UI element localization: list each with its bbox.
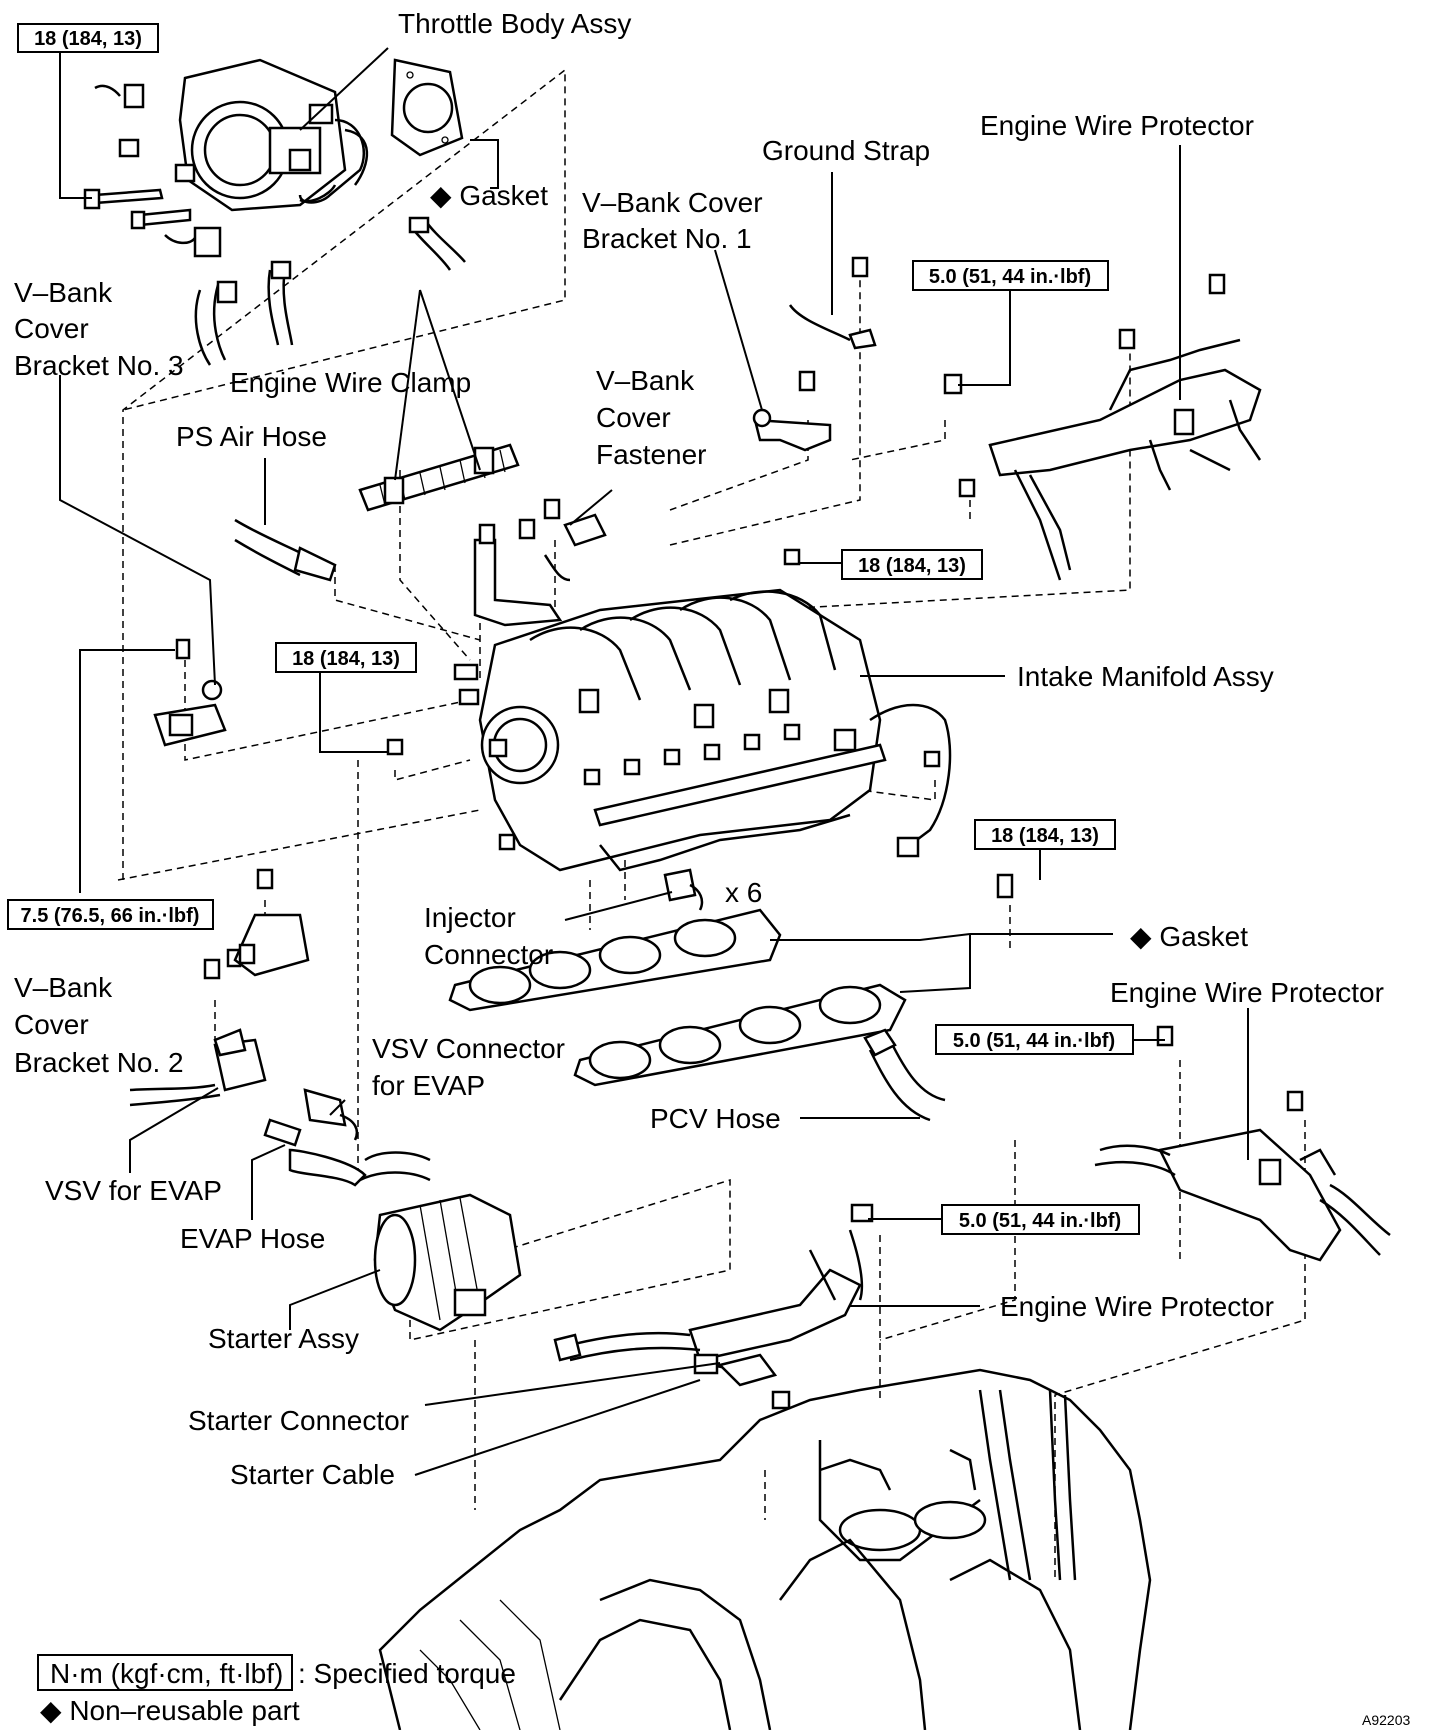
label-engine-wire-protector-top: Engine Wire Protector — [980, 110, 1254, 141]
legend: N·m (kgf·cm, ft·lbf) : Specified torque … — [37, 1654, 1410, 1728]
bolts — [203, 548, 1304, 1410]
label-intake-manifold-assy: Intake Manifold Assy — [1017, 661, 1274, 692]
vbank-bracket-3-drawing — [153, 638, 227, 747]
figure-id: A92203 — [1362, 1712, 1410, 1728]
torque-box-3 — [841, 549, 983, 580]
legend-unit-box-text: N·m (kgf·cm, ft·lbf) — [50, 1658, 283, 1689]
label-vbank-bracket3-line2: Cover — [14, 313, 89, 344]
non-reusable-diamond-icon: ◆ — [40, 1695, 69, 1726]
label-vbank-fastener-line3: Fastener — [596, 439, 707, 470]
engine-wire-protector-top-drawing — [943, 273, 1262, 581]
throttle-small-parts — [83, 83, 466, 366]
legend-nonreusable: ◆ Non–reusable part — [40, 1695, 300, 1726]
torque-value-4: 18 (184, 13) — [292, 648, 400, 670]
label-starter-connector: Starter Connector — [188, 1405, 409, 1436]
vbank-bracket-2-drawing — [233, 913, 310, 977]
torque-value-7: 5.0 (51, 44 in.·lbf) — [953, 1030, 1115, 1052]
engine-wire-protector-low-drawing — [553, 1229, 864, 1387]
non-reusable-diamond-icon: ◆ — [1130, 921, 1159, 952]
label-vsv-connector-line2: for EVAP — [372, 1070, 485, 1101]
torque-value-1: 18 (184, 13) — [34, 28, 142, 50]
vbank-bracket-1-drawing — [752, 256, 877, 452]
label-vbank-bracket2-line3: Bracket No. 2 — [14, 1047, 184, 1078]
label-throttle-body-assy: Throttle Body Assy — [398, 8, 631, 39]
label-pcv-hose: PCV Hose — [650, 1103, 781, 1134]
throttle-gasket-drawing — [390, 58, 464, 157]
label-ground-strap: Ground Strap — [762, 135, 930, 166]
torque-value-6: 18 (184, 13) — [991, 825, 1099, 847]
label-vbank-bracket1-line2: Bracket No. 1 — [582, 223, 752, 254]
label-gasket-top-text: Gasket — [459, 180, 548, 211]
torque-box-7 — [935, 1024, 1134, 1055]
starter-assy-drawing — [373, 1193, 522, 1332]
legend-nonreusable-text: Non–reusable part — [69, 1695, 300, 1726]
legend-unit-text: : Specified torque — [298, 1658, 516, 1689]
injector-connector-drawing — [663, 868, 704, 911]
label-gasket-mid: ◆ Gasket — [1130, 921, 1248, 952]
label-vbank-bracket3-line3: Bracket No. 3 — [14, 350, 184, 381]
label-engine-wire-protector-mid: Engine Wire Protector — [1110, 977, 1384, 1008]
vbank-fastener-drawing — [473, 498, 607, 627]
label-injector-connector-line2: Connector — [424, 939, 553, 970]
label-vbank-fastener-line2: Cover — [596, 402, 671, 433]
engine-wire-protector-mid-drawing — [1094, 1128, 1391, 1262]
engine-wire-clamp-drawing — [358, 443, 520, 512]
torque-box-8 — [941, 1204, 1140, 1235]
non-reusable-diamond-icon: ◆ — [430, 180, 459, 211]
torque-value-2: 5.0 (51, 44 in.·lbf) — [929, 266, 1091, 288]
torque-box-4 — [275, 642, 417, 673]
legend-unit-box — [37, 1654, 293, 1691]
leader-lines — [59, 47, 1249, 1476]
ps-air-hose-drawing — [234, 518, 337, 582]
label-injector-connector-line1: Injector — [424, 902, 516, 933]
label-starter-cable: Starter Cable — [230, 1459, 395, 1490]
torque-value-3: 18 (184, 13) — [858, 555, 966, 577]
intake-manifold-drawing — [453, 588, 952, 872]
label-engine-wire-protector-low: Engine Wire Protector — [1000, 1291, 1274, 1322]
vsv-evap-drawing — [129, 1028, 431, 1187]
torque-box-2 — [912, 260, 1109, 291]
pcv-hose-drawing — [863, 1028, 946, 1122]
label-starter-assy: Starter Assy — [208, 1323, 359, 1354]
label-vbank-bracket2-line1: V–Bank — [14, 972, 113, 1003]
label-gasket-top: ◆ Gasket — [430, 180, 548, 211]
torque-value-8: 5.0 (51, 44 in.·lbf) — [959, 1210, 1121, 1232]
label-gasket-mid-text: Gasket — [1159, 921, 1248, 952]
label-x6: x 6 — [725, 877, 762, 908]
torque-value-5: 7.5 (76.5, 66 in.·lbf) — [21, 905, 200, 927]
label-vsv-for-evap: VSV for EVAP — [45, 1175, 222, 1206]
torque-callouts: 18 (184, 13) 5.0 (51, 44 in.·lbf) 18 (18… — [7, 23, 1140, 1235]
label-ps-air-hose: PS Air Hose — [176, 421, 327, 452]
intake-gaskets-drawing — [448, 908, 907, 1087]
label-vsv-connector-line1: VSV Connector — [372, 1033, 565, 1064]
torque-box-1 — [17, 23, 159, 53]
label-vbank-bracket3-line1: V–Bank — [14, 277, 113, 308]
label-engine-wire-clamp: Engine Wire Clamp — [230, 367, 471, 398]
label-evap-hose: EVAP Hose — [180, 1223, 325, 1254]
torque-box-5 — [7, 899, 214, 930]
label-vbank-bracket1-line1: V–Bank Cover — [582, 187, 763, 218]
engine-block-drawing — [378, 1368, 1152, 1730]
labels: Throttle Body Assy ◆ Gasket Ground Strap… — [14, 8, 1384, 1490]
label-vbank-bracket2-line2: Cover — [14, 1009, 89, 1040]
torque-box-6 — [974, 819, 1116, 850]
throttle-body-assy-drawing — [178, 58, 369, 212]
label-vbank-fastener-line1: V–Bank — [596, 365, 695, 396]
